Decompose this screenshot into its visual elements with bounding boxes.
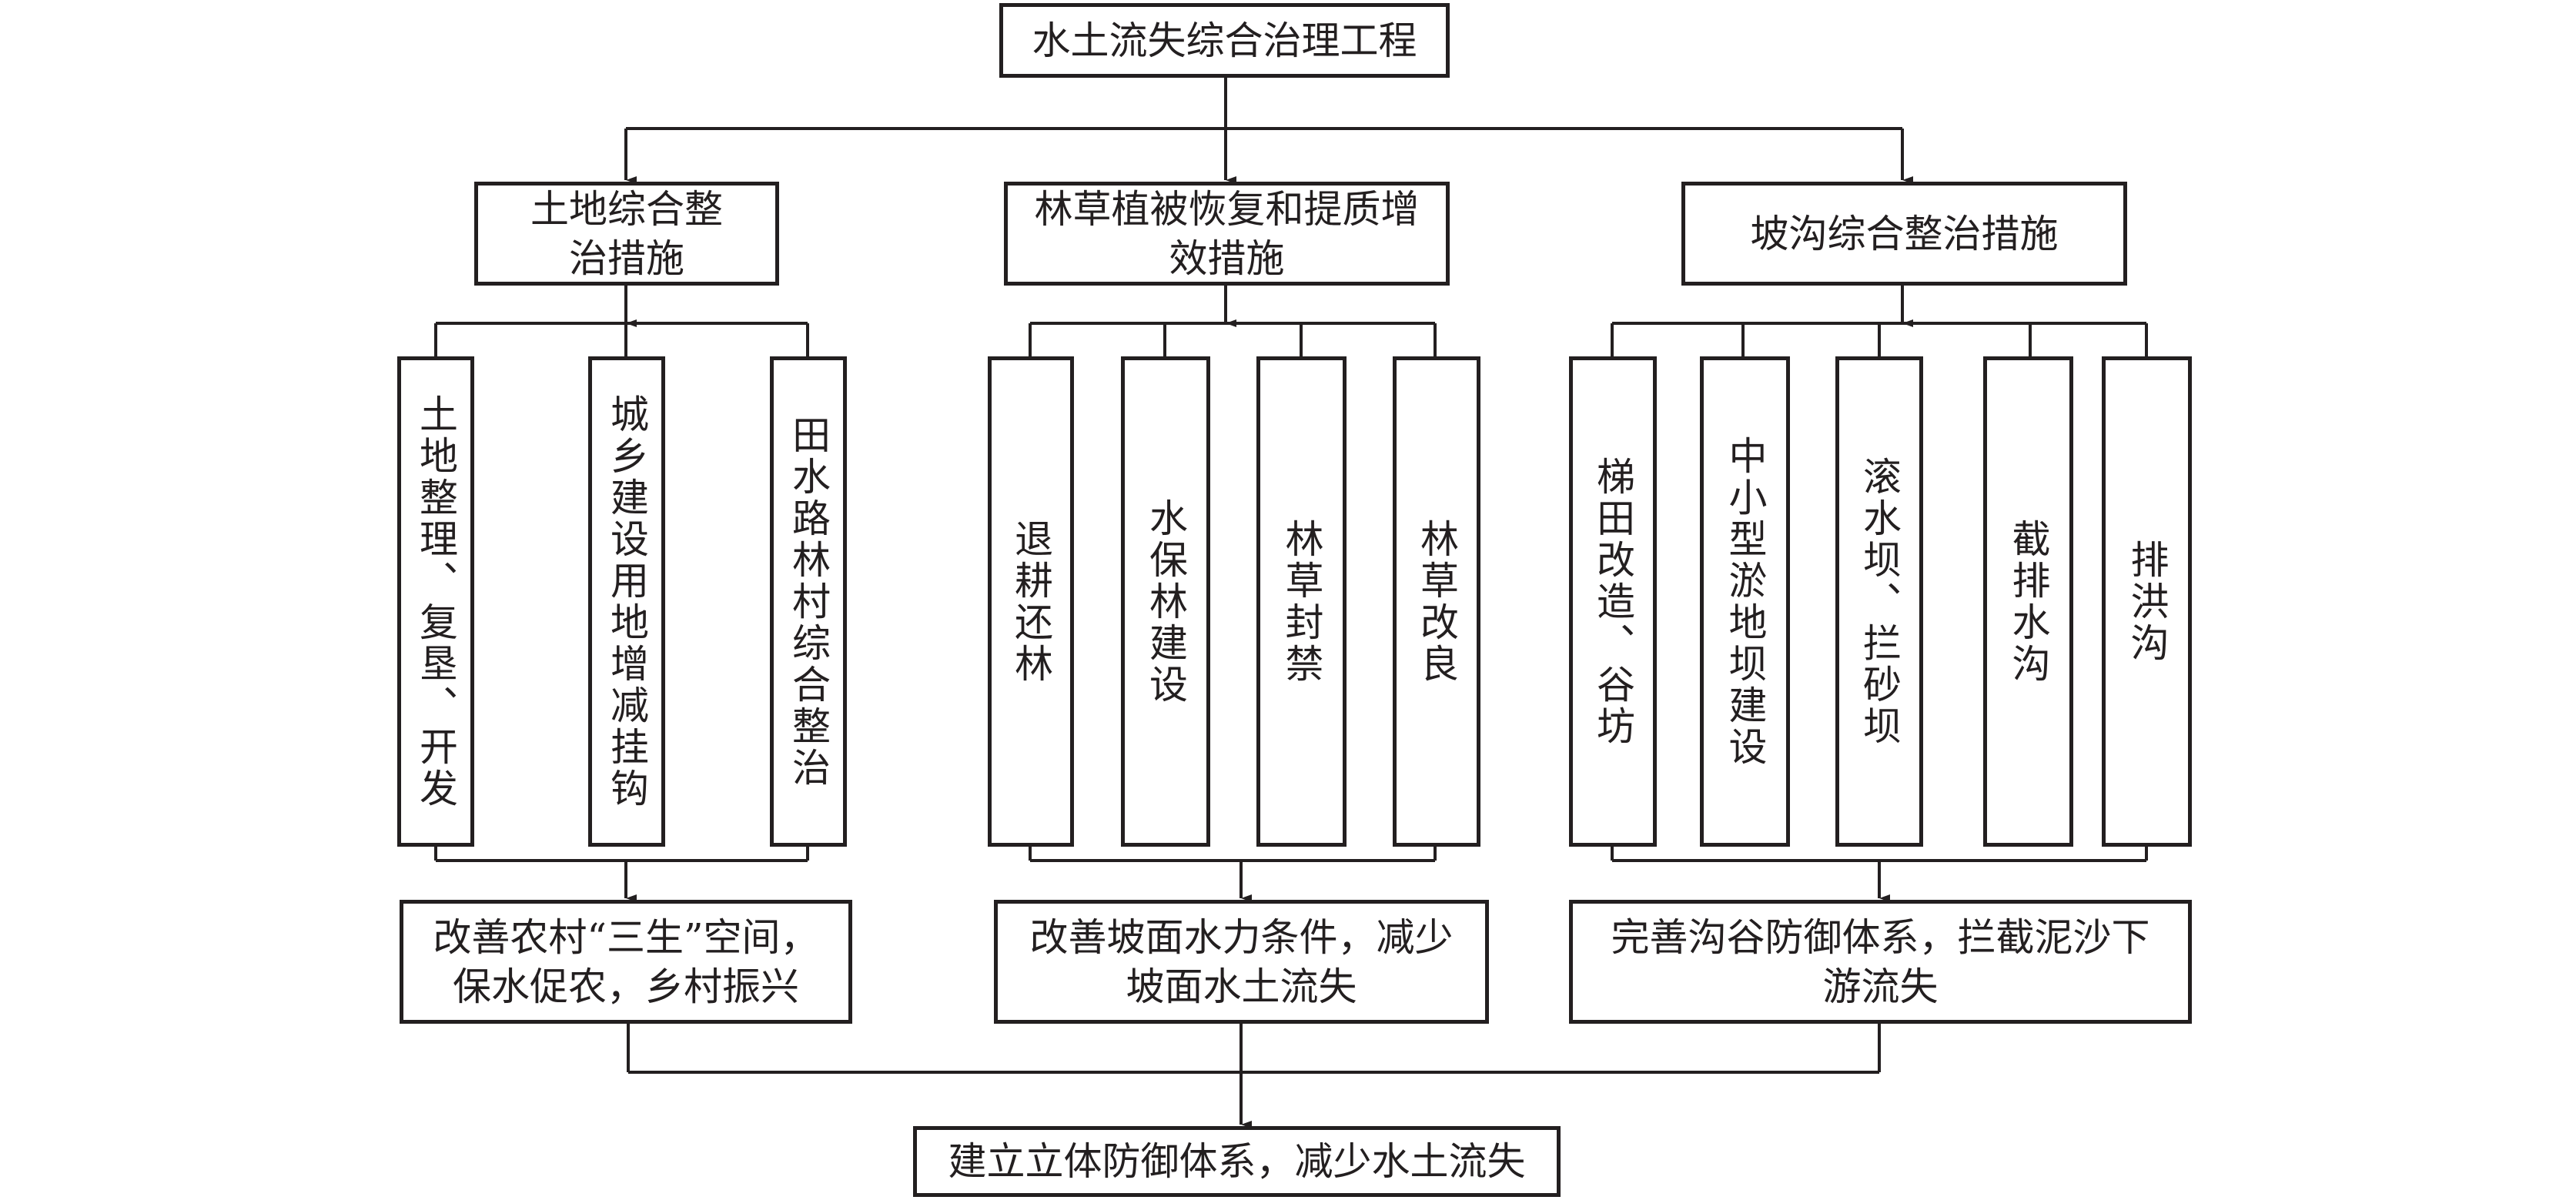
measure-label: 滚水坝、拦砂坝 (1857, 456, 1902, 747)
measure-node: 土地整理、复垦、开发 (397, 356, 474, 847)
outcome-label: 改善坡面水力条件，减少坡面水土流失 (1029, 914, 1454, 1009)
measure-node: 退耕还林 (988, 356, 1074, 847)
category-node-vegetation: 林草植被恢复和提质增效措施 (1004, 182, 1450, 286)
measure-label: 截排水沟 (2006, 518, 2051, 685)
measure-label: 排洪沟 (2124, 539, 2170, 664)
measure-label: 田水路林村综合整治 (786, 414, 831, 789)
final-goal-label: 建立立体防御体系，减少水土流失 (948, 1139, 1526, 1184)
measure-node: 梯田改造、谷坊 (1569, 356, 1657, 847)
measure-node: 林草改良 (1393, 356, 1480, 847)
measure-node: 截排水沟 (1983, 356, 2073, 847)
category-label: 坡沟综合整治措施 (1750, 211, 2059, 256)
measure-label: 中小型淤地坝建设 (1722, 435, 1768, 768)
measure-label: 林草封禁 (1279, 518, 1324, 685)
measure-node: 中小型淤地坝建设 (1700, 356, 1790, 847)
final-goal-node: 建立立体防御体系，减少水土流失 (913, 1126, 1561, 1197)
category-label: 林草植被恢复和提质增效措施 (1034, 186, 1420, 281)
measure-label: 水保林建设 (1143, 497, 1188, 706)
measure-label: 城乡建设用地增减挂钩 (604, 393, 649, 810)
category-label: 土地综合整治措施 (530, 186, 723, 281)
measure-node: 林草封禁 (1256, 356, 1347, 847)
measure-label: 退耕还林 (1009, 518, 1053, 685)
measure-label: 梯田改造、谷坊 (1591, 456, 1635, 747)
outcome-node-slope-gully: 完善沟谷防御体系，拦截泥沙下游流失 (1569, 900, 2192, 1024)
measure-node: 滚水坝、拦砂坝 (1835, 356, 1923, 847)
measure-node: 排洪沟 (2102, 356, 2192, 847)
measure-node: 田水路林村综合整治 (770, 356, 847, 847)
outcome-node-land: 改善农村“三生”空间，保水促农，乡村振兴 (400, 900, 852, 1024)
outcome-label: 完善沟谷防御体系，拦截泥沙下游流失 (1611, 914, 2150, 1009)
outcome-label: 改善农村“三生”空间，保水促农，乡村振兴 (433, 914, 819, 1009)
root-node: 水土流失综合治理工程 (999, 3, 1450, 78)
measure-node: 城乡建设用地增减挂钩 (588, 356, 665, 847)
measure-node: 水保林建设 (1121, 356, 1210, 847)
category-node-land: 土地综合整治措施 (474, 182, 779, 286)
category-node-slope-gully: 坡沟综合整治措施 (1681, 182, 2127, 286)
measure-label: 林草改良 (1414, 518, 1459, 685)
outcome-node-vegetation: 改善坡面水力条件，减少坡面水土流失 (994, 900, 1489, 1024)
measure-label: 土地整理、复垦、开发 (413, 393, 458, 810)
root-label: 水土流失综合治理工程 (1032, 18, 1417, 63)
